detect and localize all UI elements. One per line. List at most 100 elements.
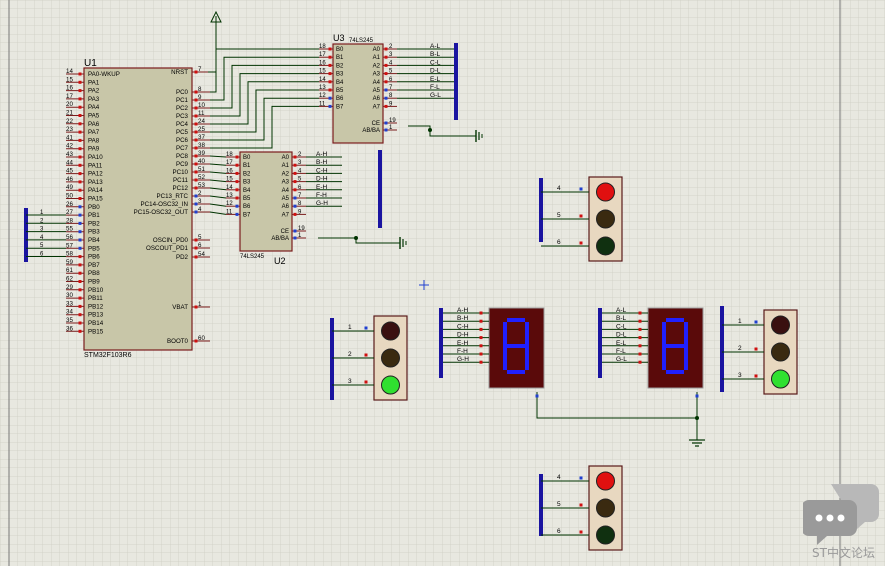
pin-marker [194, 130, 198, 134]
u1-ref-label: U1 [84, 58, 97, 69]
pin-marker [194, 98, 198, 102]
traffic-lamp [771, 315, 790, 335]
pin-marker [78, 97, 82, 101]
display-low: A-LB-LC-LD-LE-LF-LG-L [598, 307, 704, 389]
chip-pin-name: A2 [282, 171, 290, 177]
pin-marker [194, 70, 198, 74]
u1-pin-number: 37 [198, 134, 205, 141]
pin-marker [78, 288, 82, 292]
u1-pin-name: PA1 [88, 79, 100, 86]
pin-marker [384, 80, 388, 84]
chip-pin-name: B2 [243, 171, 251, 177]
u1-pin-number: 29 [66, 284, 73, 291]
pc-to-u2-wire [209, 179, 227, 183]
u1-pin-number: 27 [66, 209, 73, 216]
pin-marker [78, 138, 82, 142]
pin-marker [78, 230, 82, 234]
u1-pin-number: 6 [198, 242, 202, 249]
u1-pin-name: PC9 [176, 161, 189, 168]
chip-pin-name: A5 [282, 196, 290, 202]
pin-marker [235, 163, 239, 167]
pin-marker [194, 138, 198, 142]
u1-pin-name: PA4 [88, 104, 100, 111]
chip-pin-number: 11 [226, 209, 233, 215]
chip-pin-number: 15 [319, 69, 326, 75]
pin-marker [194, 170, 198, 174]
u1-pin-name: PA14 [88, 187, 103, 194]
pin-marker [364, 326, 368, 330]
u1-pin-number: 11 [198, 110, 205, 117]
traffic-light-bottom[interactable]: 456 [539, 465, 623, 551]
net-label: D-H [316, 176, 328, 183]
traffic-light-top-right[interactable]: 456 [539, 176, 623, 262]
display-segment [507, 370, 525, 374]
pin-marker [78, 238, 82, 242]
chip-pin-number: 7 [389, 85, 393, 91]
chip-pin-name: B1 [336, 55, 344, 61]
chip-pin-name: B6 [243, 204, 251, 210]
u1-pin-name: PB14 [88, 320, 104, 327]
pin-marker [754, 374, 758, 378]
display-net-label: C-L [616, 323, 627, 330]
traffic-light-left[interactable]: 123 [330, 315, 408, 401]
chip-pin-name: B3 [336, 72, 344, 78]
u1-pin-number: 40 [198, 158, 205, 165]
u1-pin-number: 14 [66, 68, 73, 75]
chip-pin-name: B4 [243, 188, 251, 194]
u1-pin-name: PC10 [173, 169, 189, 176]
u1-pin-number: 21 [66, 110, 73, 117]
traffic-lights: 456 123 123 456 [330, 176, 798, 551]
pin-marker [194, 146, 198, 150]
pc-to-u3-wire [210, 73, 319, 117]
chip-pin-number: 19 [298, 226, 305, 232]
pin-marker [293, 171, 297, 175]
u1-pin-number: 24 [198, 118, 205, 125]
u1-pin-number: 41 [66, 134, 73, 141]
pin-marker [754, 320, 758, 324]
net-label: G-H [316, 200, 328, 207]
pin-marker [479, 311, 483, 315]
u1-pin-name: OSCOUT_PD1 [146, 245, 189, 252]
pin-marker [579, 530, 583, 534]
u1-pin-name: PB6 [88, 254, 100, 261]
pin-marker [293, 155, 297, 159]
pin-marker [235, 155, 239, 159]
u1-pin-number: 36 [66, 325, 73, 332]
display-segment [525, 346, 529, 370]
pin-marker [78, 197, 82, 200]
display-segment [507, 318, 525, 322]
traffic-light-pin-label: 6 [557, 239, 561, 246]
pb-bus-label: 1 [40, 210, 44, 216]
chip-pin-name: AB/BA [362, 128, 380, 134]
pc-to-u3-wire [210, 56, 319, 101]
chip-pin-name: A1 [282, 163, 290, 169]
pc-to-u3-wire [210, 48, 319, 93]
u1-pin-name: PA12 [88, 171, 103, 178]
pin-marker [194, 255, 198, 259]
traffic-light-pin-label: 1 [738, 318, 742, 325]
traffic-light-right[interactable]: 123 [720, 306, 798, 395]
net-label: F-L [430, 84, 440, 91]
pin-marker [78, 147, 82, 151]
chip-pin-number: 3 [389, 52, 393, 58]
pin-marker [535, 394, 539, 398]
net-label: C-L [430, 59, 441, 66]
display-common-wire [536, 392, 698, 419]
pin-marker [194, 178, 198, 182]
display-segment [662, 346, 666, 370]
pin-marker [78, 255, 82, 259]
pin-marker [293, 163, 297, 167]
u1-pin-number: 7 [198, 66, 202, 73]
chip-pin-number: 8 [389, 93, 393, 99]
chip-pin-name: A4 [373, 80, 381, 86]
display-net-label: F-H [457, 348, 468, 355]
chip-pin-number: 16 [226, 168, 233, 174]
u1-pin-name: PC15-OSC32_OUT [134, 209, 189, 216]
display-net-label: B-H [457, 315, 469, 322]
pin-marker [695, 394, 699, 398]
u1-pin-number: 2 [198, 190, 202, 197]
